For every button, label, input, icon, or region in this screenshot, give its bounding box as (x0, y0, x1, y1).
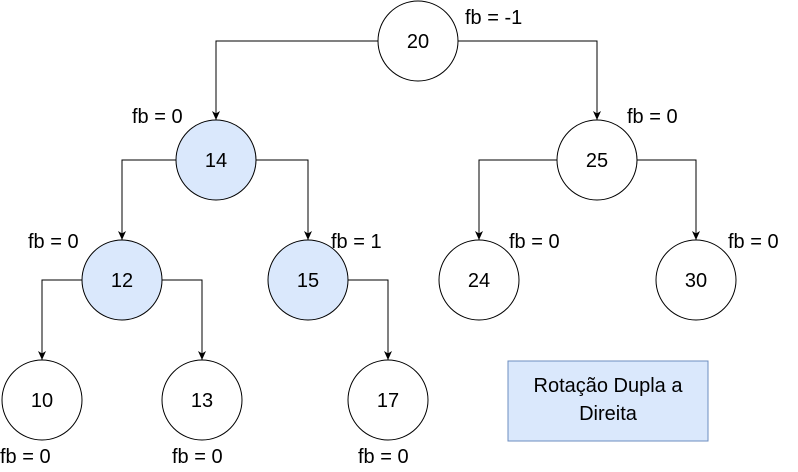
node-value: 25 (586, 150, 608, 172)
balance-factor-labels: fb = -1 fb = 0 fb = 0 fb = 0 fb = 1 fb = 0 fb … (0, 7, 779, 468)
edge-n20-n25 (458, 40, 601, 120)
node-circle (81, 239, 163, 321)
tree-node-14: 14 (175, 119, 257, 201)
caption-box: Rotação Dupla a Direita (507, 360, 709, 442)
node-value: 17 (377, 390, 399, 412)
edge-n25-n24 (475, 159, 557, 240)
tree-node-15: 15 (267, 239, 349, 321)
balance-factor-14: fb = 0 (132, 106, 183, 128)
tree-node-13: 13 (161, 359, 243, 441)
tree-node-30: 30 (655, 239, 737, 321)
edge-n15-n17 (348, 279, 392, 360)
node-value: 14 (205, 150, 227, 172)
balance-factor-10: fb = 0 (0, 446, 51, 468)
tree-node-12: 12 (81, 239, 163, 321)
node-circle (655, 239, 737, 321)
node-value: 15 (297, 270, 319, 292)
balance-factor-24: fb = 0 (509, 231, 560, 253)
edge-n12-n13 (162, 279, 206, 360)
balance-factor-12: fb = 0 (28, 231, 79, 253)
tree-node-17: 17 (347, 359, 429, 441)
node-value: 20 (407, 31, 429, 53)
balance-factor-20: fb = -1 (465, 7, 522, 29)
balance-factor-25: fb = 0 (627, 106, 678, 128)
node-circle (347, 359, 429, 441)
node-circle (1, 359, 83, 441)
tree-node-24: 24 (438, 239, 520, 321)
node-value: 30 (685, 270, 707, 292)
caption-line-1: Rotação Dupla a (534, 375, 684, 397)
node-value: 24 (468, 270, 490, 292)
balance-factor-17: fb = 0 (358, 446, 409, 468)
node-circle (377, 0, 459, 82)
node-circle (175, 119, 257, 201)
node-value: 12 (111, 270, 133, 292)
edge-n14-n12 (118, 159, 176, 240)
node-value: 10 (31, 390, 53, 412)
node-circle (556, 119, 638, 201)
balance-factor-15: fb = 1 (331, 231, 382, 253)
caption-background (507, 360, 709, 442)
node-circle (267, 239, 349, 321)
node-value: 13 (191, 390, 213, 412)
node-circle (161, 359, 243, 441)
edges-layer (38, 40, 700, 360)
tree-node-10: 10 (1, 359, 83, 441)
balance-factor-13: fb = 0 (172, 446, 223, 468)
edge-n25-n30 (637, 159, 700, 240)
edge-n14-n15 (256, 159, 312, 240)
caption-line-2: Direita (579, 403, 638, 425)
edge-n20-n14 (212, 40, 378, 120)
nodes-layer: 20 14 25 12 15 24 30 10 13 17 (1, 0, 737, 441)
node-circle (438, 239, 520, 321)
tree-node-20: 20 (377, 0, 459, 82)
balance-factor-30: fb = 0 (728, 231, 779, 253)
tree-node-25: 25 (556, 119, 638, 201)
edge-n12-n10 (38, 279, 82, 360)
